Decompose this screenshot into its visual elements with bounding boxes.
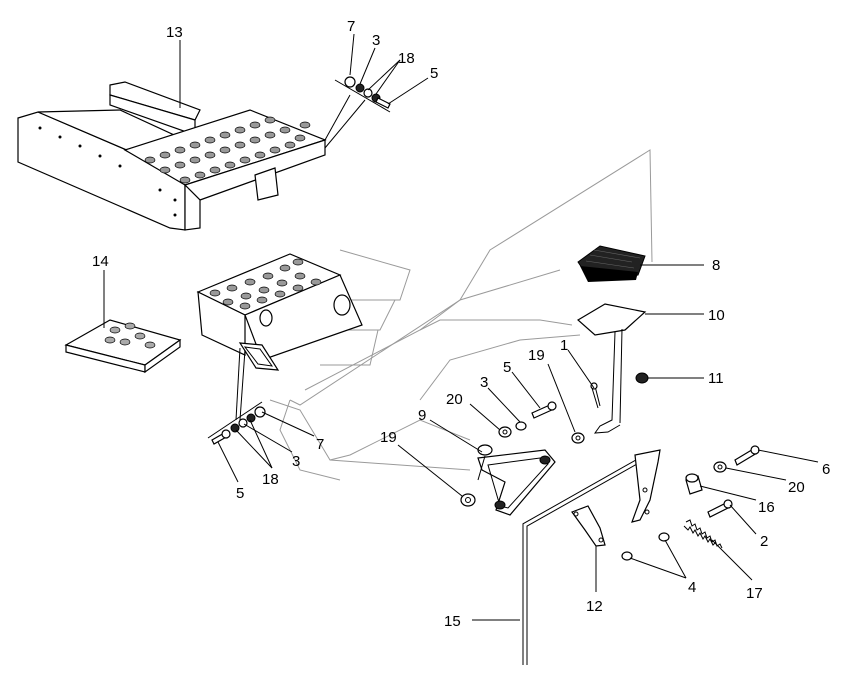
callout-16: 16 [758,499,775,516]
step-platform [17,81,327,231]
left-hardware [207,401,266,445]
right-hardware [685,445,760,518]
lever-plate [571,505,606,547]
callout-4: 4 [688,579,696,596]
pedal-arm [576,303,647,434]
nuts-4 [621,532,670,561]
callout-18: 18 [398,50,415,67]
callout-3: 3 [372,32,380,49]
callout-12: 12 [586,598,603,615]
callout-7: 7 [316,436,324,453]
callout-1: 1 [560,337,568,354]
callout-2: 2 [760,533,768,550]
cotter-pin [590,382,601,409]
bushing [635,372,649,384]
leader-lines [103,33,819,621]
callout-20: 20 [788,479,805,496]
callout-5: 5 [430,65,438,82]
cab-outline-ghost [269,149,653,481]
callout-5: 5 [503,359,511,376]
callout-3: 3 [292,453,300,470]
callout-14: 14 [92,253,109,270]
box-step [196,253,363,371]
callout-17: 17 [746,585,763,602]
small-tread-plate [64,319,182,374]
callout-20: 20 [446,391,463,408]
callout-11: 11 [708,370,724,387]
callout-9: 9 [418,407,426,424]
callout-13: 13 [166,24,183,41]
callout-labels: 13 7 3 18 5 14 8 10 11 1 19 5 3 20 9 19 … [92,18,830,630]
callout-10: 10 [708,307,725,324]
pedal-bracket [477,444,556,516]
callout-19: 19 [528,347,545,364]
callout-19: 19 [380,429,397,446]
callout-7: 7 [347,18,355,35]
callout-8: 8 [712,257,720,274]
linkage-rod [522,449,661,665]
callout-6: 6 [822,461,830,478]
callout-15: 15 [444,613,461,630]
callout-5: 5 [236,485,244,502]
pedal-pad [577,245,646,282]
callout-3: 3 [480,374,488,391]
callout-18: 18 [262,471,279,488]
center-hardware [460,401,585,507]
